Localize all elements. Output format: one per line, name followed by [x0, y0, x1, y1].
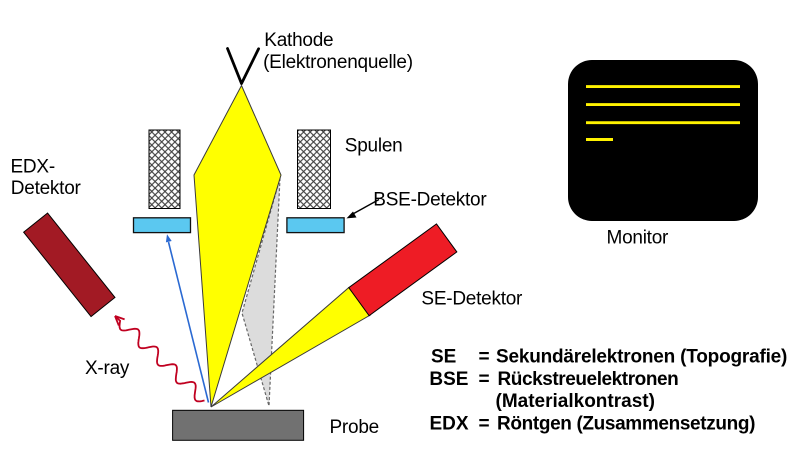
svg-text:Spulen: Spulen [345, 136, 403, 157]
svg-text:Detektor: Detektor [11, 178, 82, 199]
svg-text:=: = [479, 369, 490, 390]
svg-text:Röntgen (Zusammensetzung): Röntgen (Zusammensetzung) [497, 413, 755, 434]
svg-text:Monitor: Monitor [607, 228, 670, 249]
svg-text:Rückstreuelektronen: Rückstreuelektronen [498, 369, 679, 390]
svg-text:(Materialkontrast): (Materialkontrast) [496, 391, 655, 412]
svg-text:EDX: EDX [430, 413, 469, 434]
svg-text:=: = [479, 413, 490, 434]
svg-text:Probe: Probe [330, 417, 379, 438]
svg-text:BSE-Detektor: BSE-Detektor [373, 190, 487, 211]
svg-text:EDX-: EDX- [11, 157, 55, 178]
svg-text:BSE: BSE [429, 369, 468, 390]
svg-text:(Elektronenquelle): (Elektronenquelle) [263, 52, 413, 73]
svg-text:Kathode: Kathode [264, 30, 333, 51]
svg-text:SE-Detektor: SE-Detektor [421, 289, 523, 310]
svg-text:=: = [479, 347, 490, 368]
svg-text:Sekundärelektronen (Topografie: Sekundärelektronen (Topografie) [496, 347, 787, 368]
svg-text:X-ray: X-ray [85, 358, 130, 379]
svg-text:SE: SE [431, 347, 456, 368]
